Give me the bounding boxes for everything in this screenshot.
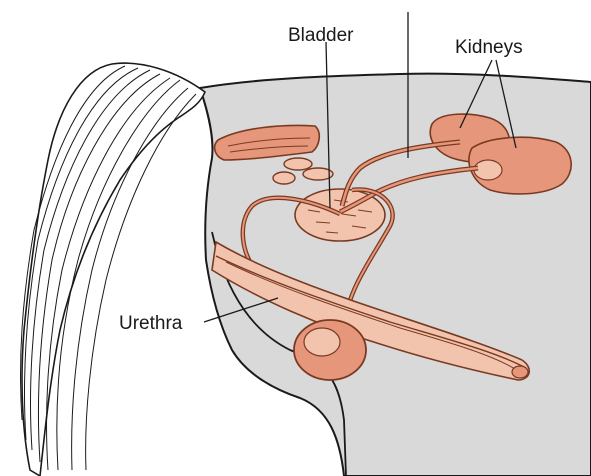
- kidneys-label: Kidneys: [455, 38, 523, 57]
- tail: [21, 63, 206, 476]
- accessory-gland: [273, 172, 295, 184]
- accessory-gland: [284, 158, 312, 170]
- urethra-label: Urethra: [119, 314, 182, 333]
- bladder-label: Bladder: [288, 26, 354, 45]
